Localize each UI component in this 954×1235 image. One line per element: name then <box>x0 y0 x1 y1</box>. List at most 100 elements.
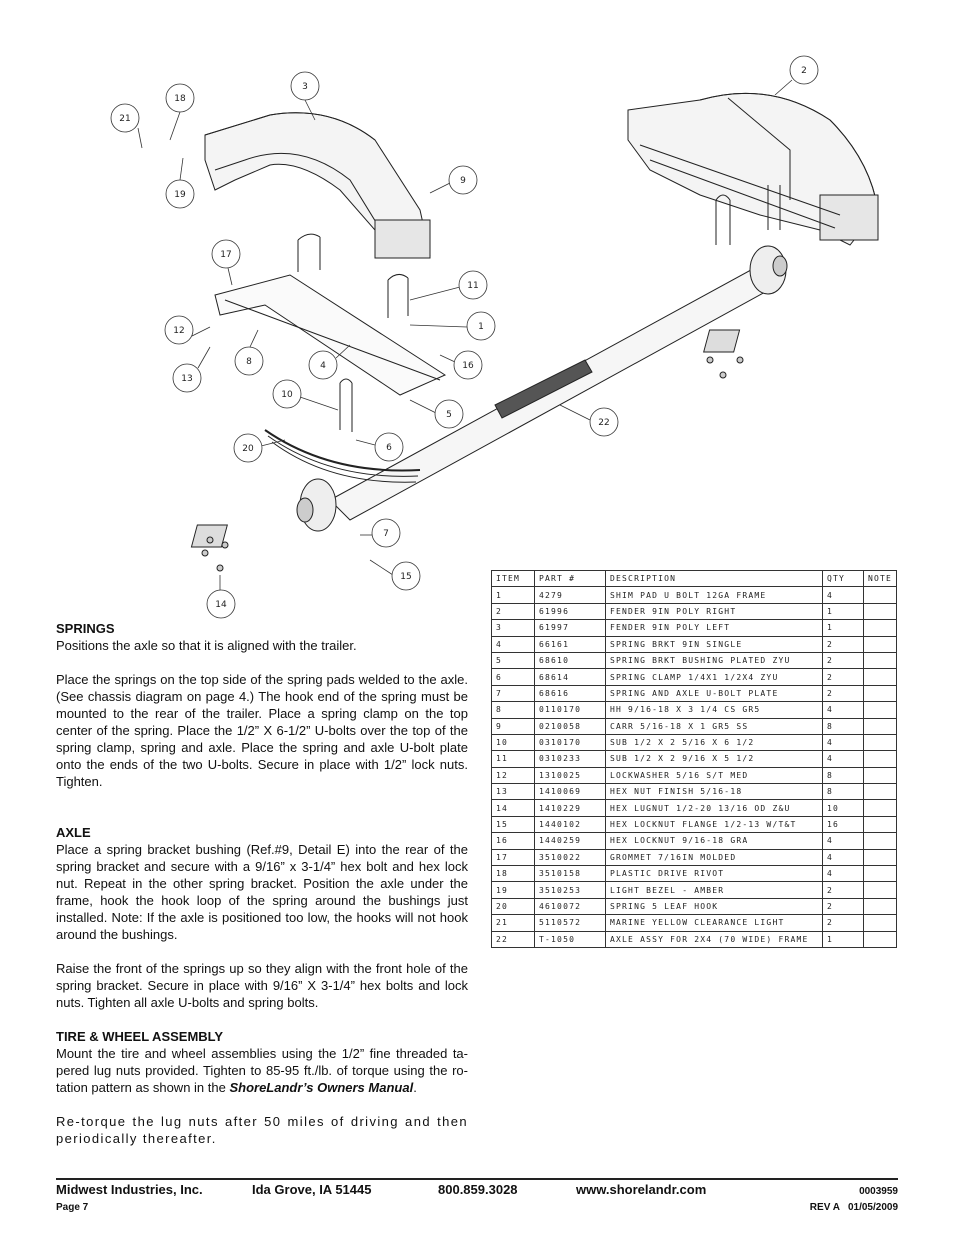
callout-label: 11 <box>467 281 478 291</box>
ubolt-plate-right-drawing <box>703 329 741 353</box>
footer-revision: REV A 01/05/2009 <box>809 1202 898 1213</box>
springs-heading: SPRINGS <box>56 621 115 636</box>
item-cell: 12 <box>491 766 535 785</box>
lug-nuts-drawing <box>201 356 744 572</box>
qty-cell: 8 <box>822 783 864 801</box>
callout-1 <box>466 311 496 341</box>
callout-19 <box>165 179 195 209</box>
callout-label: 17 <box>220 250 231 260</box>
callout-label: 2 <box>801 66 807 76</box>
col-qty: QTY <box>822 569 864 588</box>
callout-8 <box>234 346 264 376</box>
item-cell: 2 <box>491 602 535 621</box>
note-cell <box>863 815 897 834</box>
footer-page-number: Page 7 <box>56 1202 89 1213</box>
qty-cell: 16 <box>822 815 864 834</box>
instructions-column: SPRINGS Positions the axle so that it is… <box>56 620 468 1147</box>
callout-label: 14 <box>215 600 227 610</box>
note-cell <box>863 832 897 850</box>
item-cell: 11 <box>491 750 535 768</box>
part-number-cell: T-1050 <box>534 930 606 948</box>
callout-17 <box>211 239 241 269</box>
item-cell: 5 <box>491 651 535 670</box>
callout-label: 10 <box>281 390 293 400</box>
note-cell <box>863 897 897 916</box>
axle-instructions-2: Raise the front of the springs up so the… <box>56 961 468 1010</box>
callout-12 <box>164 315 194 345</box>
qty-cell: 4 <box>822 848 864 867</box>
part-number-cell: 4610072 <box>534 897 606 916</box>
item-cell: 10 <box>491 733 535 752</box>
part-number-cell: 1410069 <box>534 783 606 801</box>
note-cell <box>863 651 897 670</box>
part-number-cell: 5110572 <box>534 914 606 932</box>
spring-bracket-frame-drawing <box>214 274 447 396</box>
callout-15 <box>391 561 421 591</box>
tire-instructions-1: Mount the tire and wheel assemblies usin… <box>56 1046 468 1095</box>
part-number-cell: 0210058 <box>534 717 606 735</box>
note-cell <box>863 619 897 637</box>
note-cell <box>863 914 897 932</box>
callout-label: 5 <box>446 410 452 420</box>
part-number-cell: 0310233 <box>534 750 606 768</box>
description-cell: SPRING AND AXLE U-BOLT PLATE <box>605 684 823 703</box>
part-number-cell: 3510158 <box>534 865 606 883</box>
footer-rule <box>56 1178 898 1180</box>
description-cell: SPRING BRKT BUSHING PLATED ZYU <box>605 651 823 670</box>
description-cell: HEX LOCKNUT FLANGE 1/2-13 W/T&T <box>605 815 823 834</box>
part-number-cell: 3510253 <box>534 881 606 899</box>
callout-label: 16 <box>462 361 474 371</box>
tire-heading: TIRE & WHEEL ASSEMBLY <box>56 1029 224 1044</box>
callout-label: 6 <box>386 443 392 453</box>
item-cell: 6 <box>491 668 535 686</box>
callout-label: 22 <box>598 418 609 428</box>
parts-table-header: ITEM PART # DESCRIPTION QTY NOTE <box>491 569 897 588</box>
qty-cell: 2 <box>822 914 864 932</box>
ubolt-plate-left-drawing <box>190 524 228 548</box>
item-cell: 21 <box>491 914 535 932</box>
item-cell: 16 <box>491 832 535 850</box>
note-cell <box>863 750 897 768</box>
callout-16 <box>453 350 483 380</box>
callout-3 <box>290 71 320 101</box>
callout-label: 21 <box>119 114 130 124</box>
qty-cell: 2 <box>822 897 864 916</box>
description-cell: FENDER 9IN POLY RIGHT <box>605 602 823 621</box>
callout-label: 13 <box>181 374 192 384</box>
note-cell <box>863 684 897 703</box>
springs-intro: Positions the axle so that it is aligned… <box>56 638 357 653</box>
description-cell: GROMMET 7/16IN MOLDED <box>605 848 823 867</box>
description-cell: SPRING 5 LEAF HOOK <box>605 897 823 916</box>
callout-label: 12 <box>173 326 184 336</box>
col-item: ITEM <box>491 569 535 588</box>
qty-cell: 4 <box>822 865 864 883</box>
callout-4 <box>308 350 338 380</box>
description-cell: HEX LOCKNUT 9/16-18 GRA <box>605 832 823 850</box>
callout-22 <box>589 407 619 437</box>
item-cell: 4 <box>491 635 535 653</box>
callout-2 <box>789 55 819 85</box>
item-cell: 20 <box>491 897 535 916</box>
callout-13 <box>172 363 202 393</box>
note-cell <box>863 799 897 817</box>
note-cell <box>863 881 897 899</box>
callout-label: 20 <box>242 444 254 454</box>
qty-cell: 1 <box>822 619 864 637</box>
note-cell <box>863 733 897 752</box>
note-cell <box>863 586 897 604</box>
col-note: NOTE <box>863 569 897 588</box>
col-part-number: PART # <box>534 569 606 588</box>
footer-company: Midwest Industries, Inc. <box>56 1182 203 1197</box>
right-fender-drawing <box>627 92 879 246</box>
note-cell <box>863 848 897 867</box>
